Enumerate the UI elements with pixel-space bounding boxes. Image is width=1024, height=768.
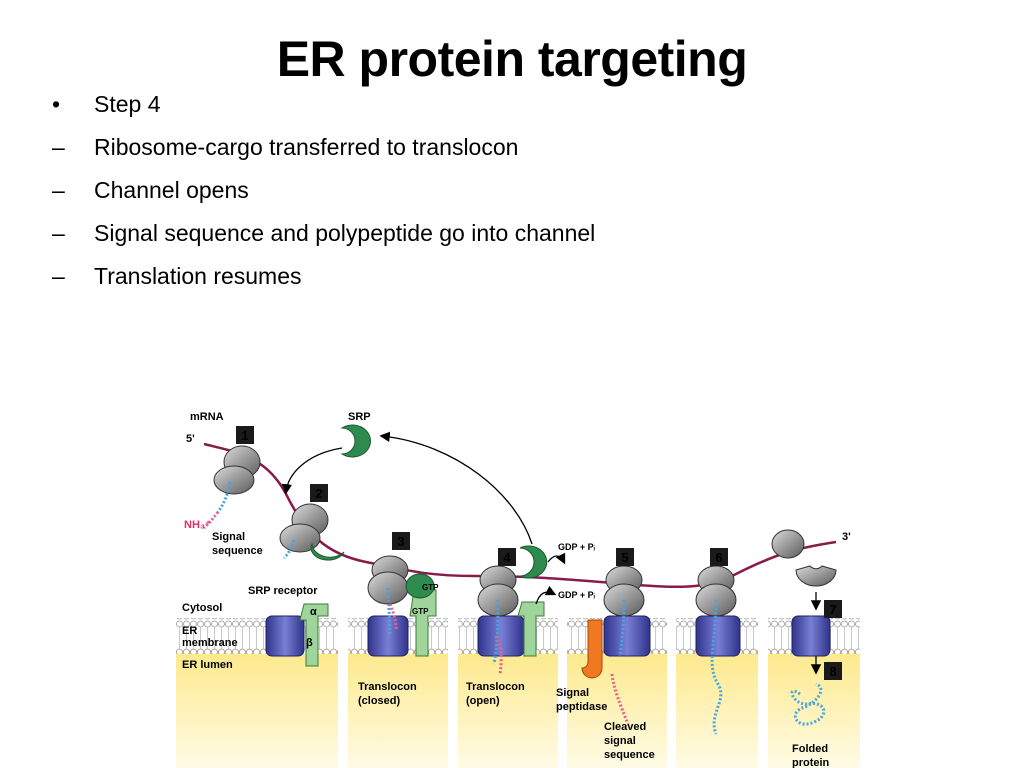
bullet-list: • Step 4 – Ribosome-cargo transferred to t…: [52, 88, 852, 303]
signal-seq-label-1: Signal: [212, 531, 245, 543]
signal-peptidase-label-2: peptidase: [556, 701, 607, 713]
srp-particles: [310, 424, 548, 599]
er-lumen-panels: [176, 650, 860, 768]
cytosol-label: Cytosol: [182, 602, 222, 614]
cleaved-label-3: sequence: [604, 749, 655, 761]
srp-receptor-label: SRP receptor: [248, 585, 318, 597]
bullet-text: Signal sequence and polypeptide go into …: [94, 220, 596, 246]
bullet-marker: •: [52, 91, 61, 117]
translocons: [265, 615, 831, 657]
step-markers: 1 2 3 4 5 6 7 8: [236, 426, 842, 680]
cleaved-label-2: signal: [604, 735, 636, 747]
er-lumen-label: ER lumen: [182, 659, 233, 671]
signal-peptidase-label-1: Signal: [556, 687, 589, 699]
gtp-label-1: GTP: [422, 583, 439, 592]
srp-receptors: [299, 589, 545, 667]
step-6: 6: [715, 550, 722, 565]
bullet-marker: –: [52, 134, 65, 160]
bullet-marker: –: [52, 220, 65, 246]
srp-label: SRP: [348, 411, 371, 423]
bullet-item: • Step 4: [52, 88, 852, 131]
step-7: 7: [829, 602, 836, 617]
bullet-text: Translation resumes: [94, 263, 302, 289]
bullet-text: Step 4: [94, 91, 161, 117]
slide-title: ER protein targeting: [276, 31, 748, 87]
step-8: 8: [829, 664, 836, 679]
five-prime-label: 5': [186, 433, 195, 445]
er-targeting-diagram: 1 2 3 4 5 6 7 8 mRNA 5' 3' SRP NH₃⁺ Sign…: [176, 411, 860, 768]
cleaved-label-1: Cleaved: [604, 721, 646, 733]
bullet-item: – Channel opens: [52, 174, 852, 217]
gtp-label-2: GTP: [412, 607, 429, 616]
bullet-item: – Ribosome-cargo transferred to transloco…: [52, 131, 852, 174]
bullet-marker: –: [52, 263, 65, 289]
bullet-item: – Signal sequence and polypeptide go into…: [52, 217, 852, 260]
cycle-arrows: [281, 431, 822, 675]
translocon-open-label-1: Translocon: [466, 681, 525, 693]
bullet-text: Channel opens: [94, 177, 249, 203]
er-membrane-label-2: membrane: [182, 637, 238, 649]
gdp-pi-label-1: GDP + Pᵢ: [558, 542, 596, 552]
polypeptide-chains: [202, 481, 826, 735]
step-4: 4: [503, 550, 511, 565]
bullet-marker: –: [52, 177, 65, 203]
ribosomes: [213, 445, 837, 617]
translocon-closed-label-1: Translocon: [358, 681, 417, 693]
signal-peptidase: [581, 619, 603, 679]
bullet-item: – Translation resumes: [52, 260, 852, 303]
signal-seq-label-2: sequence: [212, 545, 263, 557]
step-5: 5: [621, 550, 628, 565]
nh3-label: NH₃⁺: [184, 519, 211, 531]
beta-label: β: [306, 637, 313, 649]
step-3: 3: [397, 534, 404, 549]
translocon-closed-label-2: (closed): [358, 695, 401, 707]
translocon-open-label-2: (open): [466, 695, 500, 707]
folded-protein-label-2: protein: [792, 757, 830, 768]
mrna-label: mRNA: [190, 411, 224, 423]
gdp-pi-label-2: GDP + Pᵢ: [558, 590, 596, 600]
figure-labels: mRNA 5' 3' SRP NH₃⁺ Signal sequence SRP …: [182, 411, 851, 768]
bullet-text: Ribosome-cargo transferred to translocon: [94, 134, 519, 160]
three-prime-label: 3': [842, 531, 851, 543]
alpha-label: α: [310, 606, 317, 618]
step-2: 2: [315, 486, 322, 501]
er-membrane-label-1: ER: [182, 625, 197, 637]
folded-protein-label-1: Folded: [792, 743, 828, 755]
step-1: 1: [241, 428, 248, 443]
